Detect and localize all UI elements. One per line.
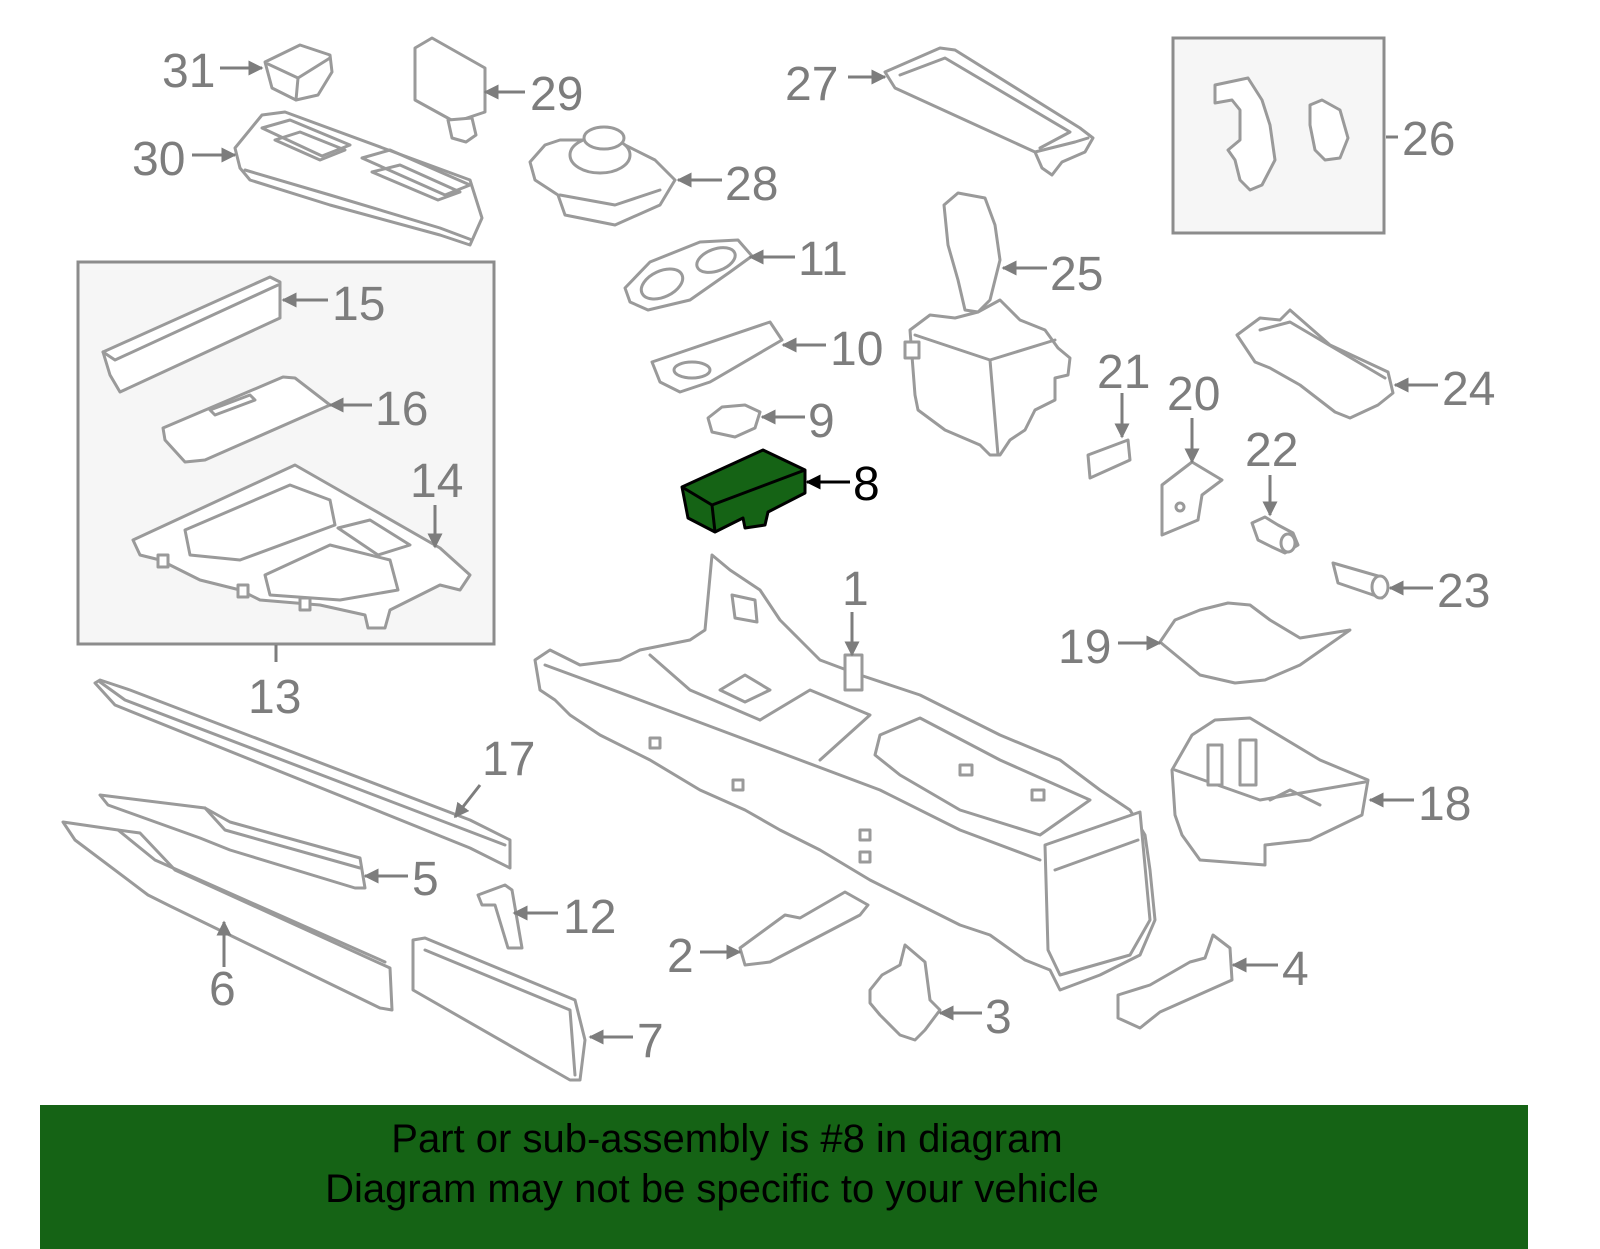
callout-1: 1 [842,563,869,616]
callout-4: 4 [1282,943,1309,996]
part-24-tray [1235,308,1395,420]
callout-13: 13 [248,671,301,724]
callout-12: 12 [563,891,616,944]
callout-labels: 1 2 3 4 5 6 7 8 9 10 11 12 13 14 15 16 1… [132,45,1495,1068]
part-6-side-panel [61,820,394,1012]
part-14-trim-panel [131,463,472,630]
part-21-clip [1086,438,1132,480]
callout-3: 3 [985,991,1012,1044]
callout-29: 29 [530,68,583,121]
group-box-26 [1171,36,1386,235]
part-26-brackets [1213,76,1350,192]
callout-6: 6 [209,963,236,1016]
part-3-bracket [868,943,942,1042]
callout-14: 14 [410,455,463,508]
part-18-bin [1170,716,1370,867]
callout-16: 16 [375,383,428,436]
part-22-connector [1250,515,1300,555]
callout-10: 10 [830,323,883,376]
callout-23: 23 [1437,565,1490,618]
callout-25: 25 [1050,248,1103,301]
part-27-tray [883,46,1095,177]
part-4-bracket [1116,933,1234,1030]
part-10-mat [650,320,784,394]
part-15-trim-strip [101,275,282,394]
callout-9: 9 [808,395,835,448]
part-17-trim-strip [93,678,512,870]
callout-31: 31 [162,45,215,98]
part-29-module [413,36,487,144]
callout-7: 7 [637,1015,664,1068]
part-9-seal [706,403,762,439]
info-banner: Part or sub-assembly is #8 in diagram Di… [40,1105,1528,1249]
part-11-cup-holder [623,238,754,312]
callout-17: 17 [482,733,535,786]
part-1-console [533,553,1157,992]
part-19-insulator [1158,601,1352,685]
part-7-side-panel [411,936,587,1082]
callout-19: 19 [1058,621,1111,674]
banner-line-1: Part or sub-assembly is #8 in diagram [391,1117,1062,1161]
callout-8: 8 [853,458,880,511]
part-31-switch-cap [263,43,334,102]
part-12-clip [476,883,524,950]
banner-background [40,1105,1528,1249]
callout-20: 20 [1167,368,1220,421]
callout-24: 24 [1442,363,1495,416]
leader-arrows [192,60,1438,1045]
part-25-shifter [903,191,1072,457]
callout-18: 18 [1418,778,1471,831]
callout-28: 28 [725,158,778,211]
callout-2: 2 [667,930,694,983]
callout-26: 26 [1402,113,1455,166]
part-23-socket [1331,561,1390,600]
part-2-bracket [738,890,870,967]
callout-11: 11 [798,233,848,286]
callout-5: 5 [412,853,439,906]
part-28-controller [528,125,677,227]
part-20-bracket [1160,460,1224,537]
callout-22: 22 [1245,424,1298,477]
callout-27: 27 [785,58,838,111]
part-8-highlighted [680,448,807,534]
leader-17 [453,784,482,819]
banner-line-2: Diagram may not be specific to your vehi… [325,1167,1099,1211]
callout-21: 21 [1097,346,1150,399]
part-30-switch-panel [233,110,484,247]
callout-15: 15 [332,278,385,331]
part-5-trim [98,793,367,890]
callout-30: 30 [132,133,185,186]
part-16-cover [161,375,332,464]
